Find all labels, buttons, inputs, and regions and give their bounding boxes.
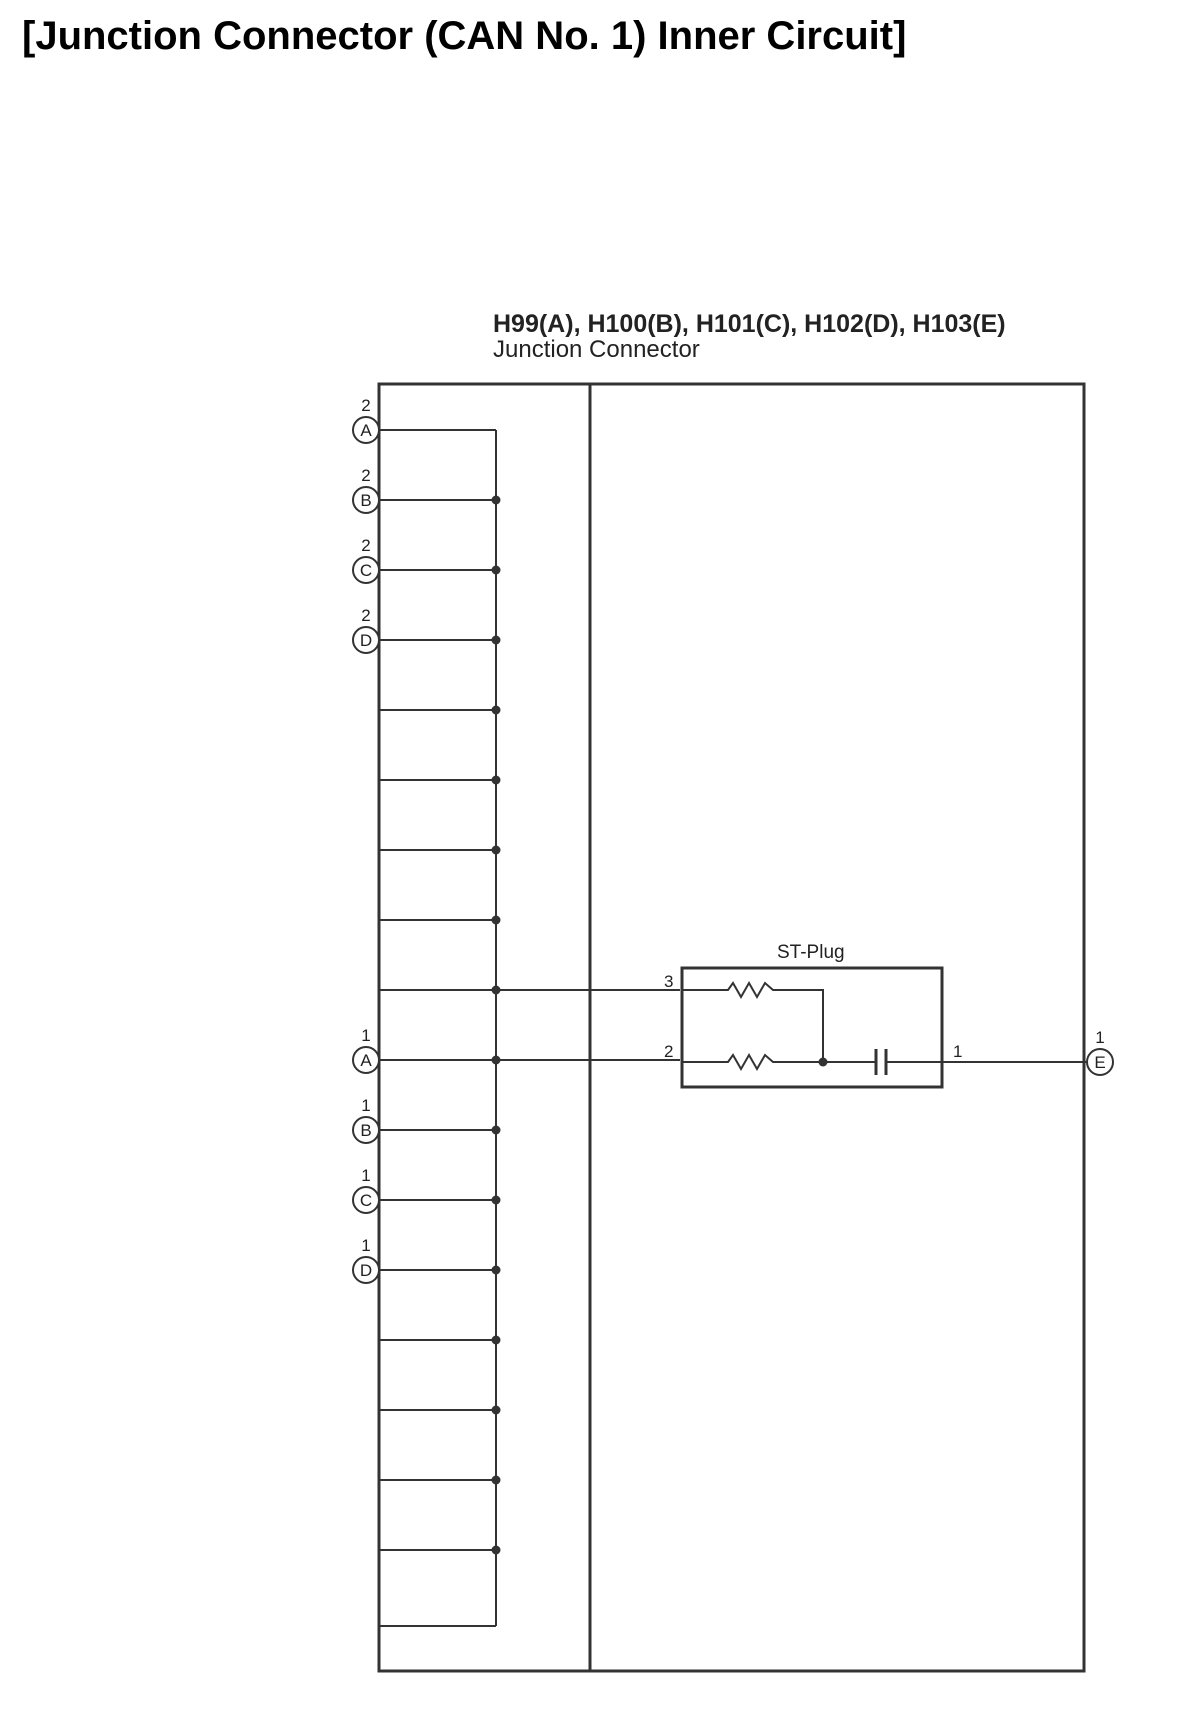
terminal-letter: E — [1094, 1053, 1105, 1072]
junction-dot — [491, 1055, 501, 1065]
junction-dot — [491, 1125, 501, 1135]
junction-dot — [491, 775, 501, 785]
junction-dot — [491, 985, 501, 995]
terminal-letter: A — [360, 421, 372, 440]
terminal-c1: C 1 — [352, 1166, 380, 1214]
junction-dot — [491, 1545, 501, 1555]
terminal-circle — [352, 1116, 380, 1144]
terminal-circle — [1086, 1048, 1114, 1076]
resistor-bottom-path — [682, 1052, 876, 1072]
terminal-pin: 2 — [361, 606, 370, 625]
terminal-d1: D 1 — [352, 1236, 380, 1284]
terminal-circle — [352, 626, 380, 654]
st-plug-pin-1: 1 — [953, 1042, 962, 1061]
junction-dot — [491, 1265, 501, 1275]
terminal-letter: B — [360, 1121, 371, 1140]
terminal-pin: 1 — [361, 1236, 370, 1255]
terminal-circle — [352, 1256, 380, 1284]
st-plug-pin-3: 3 — [664, 972, 673, 991]
terminal-letter: D — [360, 1261, 372, 1280]
junction-dot — [491, 1475, 501, 1485]
terminal-pin: 1 — [361, 1026, 370, 1045]
terminal-e1: E 1 — [1086, 1028, 1114, 1076]
terminal-pin: 1 — [361, 1166, 370, 1185]
st-plug-resistor-top — [682, 980, 824, 1062]
st-plug-box — [680, 966, 944, 1089]
connector-frame — [377, 382, 1086, 1673]
st-plug-capacitor — [874, 1049, 942, 1075]
terminal-letter: B — [360, 491, 371, 510]
terminal-circle — [352, 1046, 380, 1074]
terminal-a1: A 1 — [352, 1026, 380, 1074]
connector-name: Junction Connector — [493, 336, 700, 363]
terminal-a2: A 2 — [352, 396, 380, 444]
junction-dot — [491, 565, 501, 575]
bus-branches — [379, 495, 680, 1555]
terminal-letter: A — [360, 1051, 372, 1070]
st-plug-pin-2: 2 — [664, 1042, 673, 1061]
st-plug-resistor-bottom — [682, 1052, 876, 1072]
junction-dot — [491, 1195, 501, 1205]
terminal-circle — [352, 416, 380, 444]
diagram-title: [Junction Connector (CAN No. 1) Inner Ci… — [22, 14, 907, 58]
junction-dot — [491, 1405, 501, 1415]
resistor-top-path — [682, 980, 824, 1062]
terminal-circle — [352, 486, 380, 514]
terminal-pin: 2 — [361, 536, 370, 555]
junction-dot — [491, 1335, 501, 1345]
junction-dot — [491, 635, 501, 645]
connector-part-numbers: H99(A), H100(B), H101(C), H102(D), H103(… — [493, 310, 1006, 338]
terminal-letter: D — [360, 631, 372, 650]
junction-dot — [491, 495, 501, 505]
st-plug-label: ST-Plug — [777, 942, 845, 963]
junction-dot — [491, 845, 501, 855]
terminal-pin: 1 — [361, 1096, 370, 1115]
terminal-pin: 2 — [361, 466, 370, 485]
junction-dot — [491, 915, 501, 925]
junction-dot — [491, 705, 501, 715]
terminal-circle — [352, 556, 380, 584]
terminal-pin: 2 — [361, 396, 370, 415]
st-plug-node-dot — [818, 1057, 828, 1067]
terminal-b1: B 1 — [352, 1096, 380, 1144]
terminal-pin: 1 — [1095, 1028, 1104, 1047]
terminal-letter: C — [360, 1191, 372, 1210]
terminal-b2: B 2 — [352, 466, 380, 514]
terminal-d2: D 2 — [352, 606, 380, 654]
terminal-c2: C 2 — [352, 536, 380, 584]
terminal-circle — [352, 1186, 380, 1214]
terminal-letter: C — [360, 561, 372, 580]
